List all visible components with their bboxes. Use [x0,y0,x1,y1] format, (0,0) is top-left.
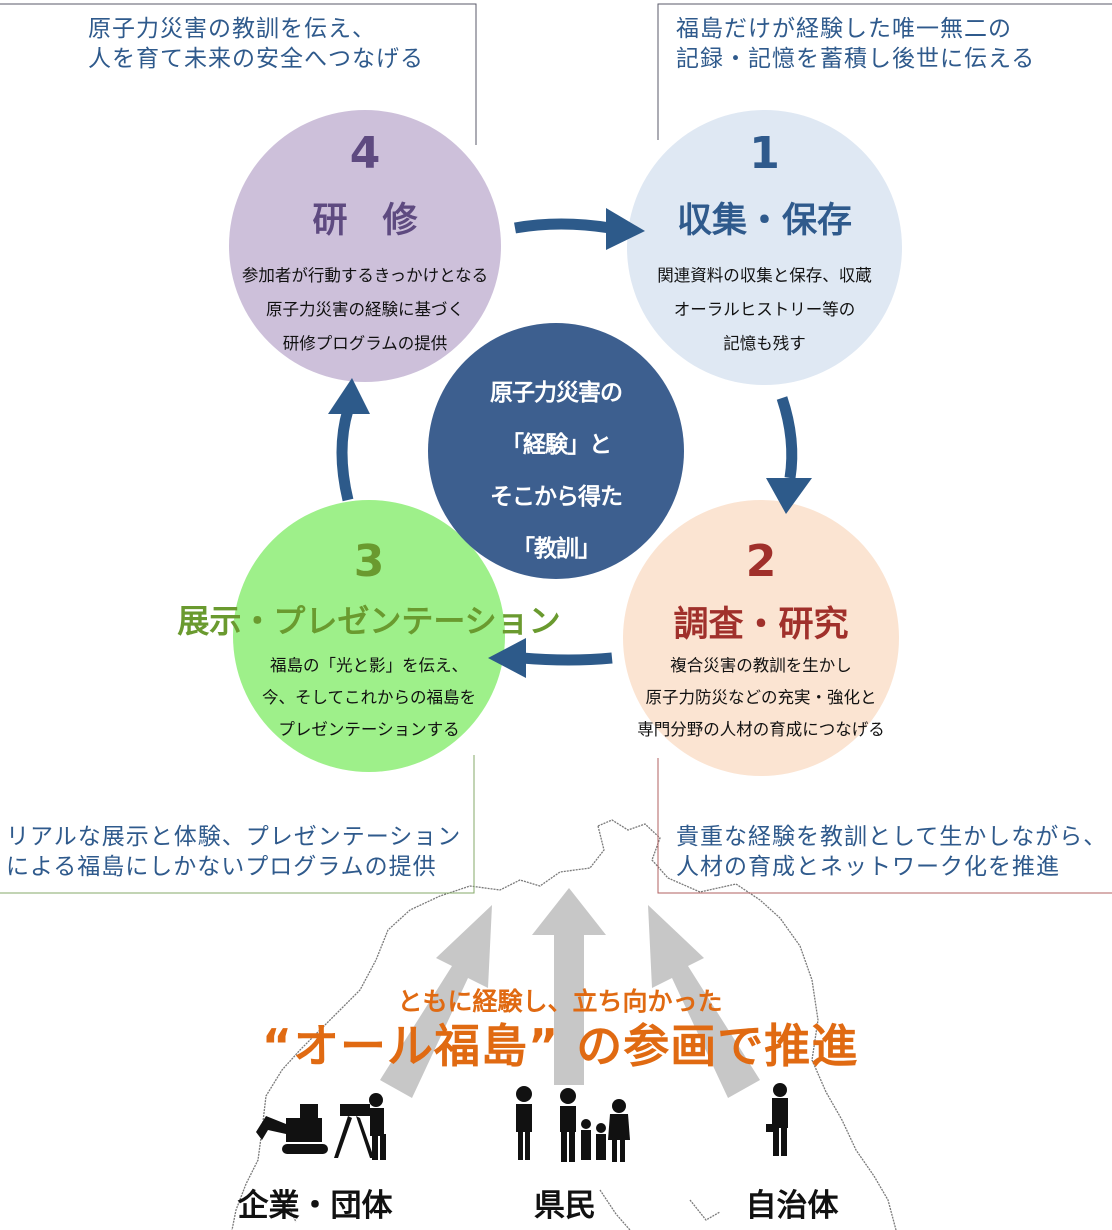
circle-line: 関連資料の収集と保存、収蔵 [657,266,872,285]
corner-text-top-left: 原子力災害の教訓を伝え、 人を育て未来の安全へつなげる [88,16,424,72]
circle-line: 専門分野の人材の育成につなげる [637,720,885,739]
circle-line: 参加者が行動するきっかけとなる [241,266,489,285]
corner-line-top-right [657,3,1112,140]
fukushima-map-outline [231,819,897,1230]
up-arrow-left [380,905,492,1098]
circle-title: 展示・プレゼンテーション [177,602,561,640]
circle-number: 1 [749,128,780,179]
camera-operator-icon [334,1093,386,1160]
center-line: 「経験」と [501,432,612,458]
corner-line-top-left [0,3,477,145]
circle-line: 原子力災害の経験に基づく [266,300,464,319]
group-label-companies: 企業・団体 [237,1188,393,1224]
circle-line: プレゼンテーションする [278,720,460,739]
circle-training: 4 研 修 参加者が行動するきっかけとなる 原子力災害の経験に基づく 研修プログ… [229,110,501,382]
circle-research: 2 調査・研究 複合災害の教訓を生かし 原子力防災などの充実・強化と 専門分野の… [623,500,899,776]
residents-icon [516,1086,630,1162]
official-icon [766,1083,788,1156]
circle-number: 4 [349,128,381,179]
center-line: そこから得た [490,484,623,510]
corner-text-bottom-left: リアルな展示と体験、プレゼンテーション による福島にしかないプログラムの提供 [6,824,462,880]
circle-line: 記憶も残す [723,334,806,353]
circle-collection: 1 収集・保存 関連資料の収集と保存、収蔵 オーラルヒストリー等の 記憶も残す [627,110,902,385]
circle-line: 複合災害の教訓を生かし [670,656,852,675]
excavator-icon [256,1104,328,1154]
circle-title: 収集・保存 [676,201,852,241]
corner-line-bottom-left [0,755,475,894]
up-arrow-right [648,905,760,1098]
center-circle: 原子力災害の 「経験」と そこから得た 「教訓」 [428,323,684,579]
circle-line: 研修プログラムの提供 [282,334,448,353]
slogan-line-1: ともに経験し、立ち向かった [397,987,723,1016]
center-line: 原子力災害の [490,380,623,406]
group-label-residents: 県民 [534,1188,596,1224]
up-arrow-center [532,888,606,1085]
circle-title: 研 修 [312,201,418,241]
circle-number: 3 [353,536,385,587]
circle-line: 福島の「光と影」を伝え、 [270,656,468,675]
circle-number: 2 [745,536,777,587]
circle-title: 調査・研究 [673,605,849,645]
corner-text-top-right: 福島だけが経験した唯一無二の 記録・記憶を蓄積し後世に伝える [676,16,1036,72]
circle-line: オーラルヒストリー等の [673,300,856,319]
corner-text-bottom-right: 貴重な経験を教訓として生かしながら、 人材の育成とネットワーク化を推進 [676,824,1108,880]
circle-exhibition: 3 展示・プレゼンテーション 福島の「光と影」を伝え、 今、そしてこれからの福島… [177,500,561,772]
circle-line: 原子力防災などの充実・強化と [645,688,877,707]
corner-line-bottom-right [657,758,1112,894]
slogan-line-2: “オール福島” の参画で推進 [261,1019,859,1073]
group-label-municipalities: 自治体 [745,1188,839,1224]
circle-line: 今、そしてこれからの福島を [261,688,476,707]
center-line: 「教訓」 [512,536,601,562]
